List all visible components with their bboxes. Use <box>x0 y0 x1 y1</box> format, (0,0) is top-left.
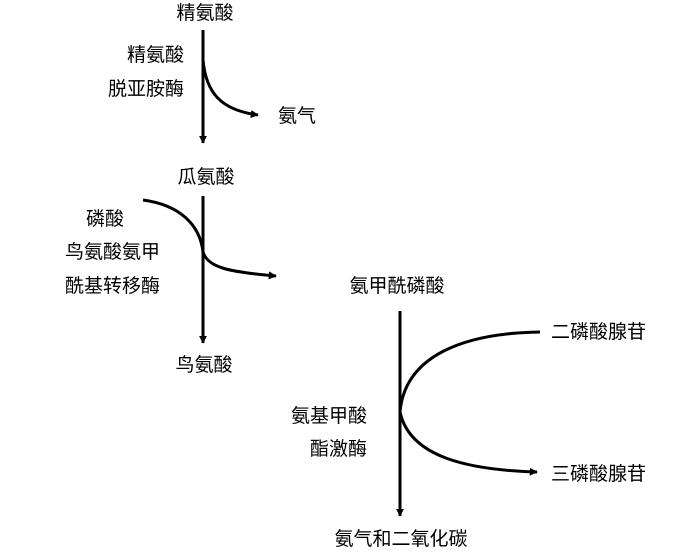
enzyme-arginine-deiminase-line1: 精氨酸 <box>126 44 184 66</box>
arrow-atp-out <box>398 411 538 476</box>
arrow-carbamoyl-phosphate-out <box>201 251 277 280</box>
node-ammonia-co2: 氨气和二氧化碳 <box>334 528 468 550</box>
arrow-phosphate-in <box>142 198 205 253</box>
arrow-ammonia-release <box>201 59 259 119</box>
enzyme-arginine-deiminase-line2: 脱亚胺酶 <box>107 78 184 100</box>
enzyme-carbamate-kinase-line2: 酯激酶 <box>309 438 367 460</box>
side-phosphate: 磷酸 <box>85 208 124 230</box>
node-citrulline: 瓜氨酸 <box>177 166 235 188</box>
node-carbamoyl-phosphate: 氨甲酰磷酸 <box>349 275 445 297</box>
arrow-adp-in <box>398 330 541 413</box>
enzyme-otc-line2: 酰基转移酶 <box>64 275 160 297</box>
node-arginine: 精氨酸 <box>176 2 234 24</box>
enzyme-carbamate-kinase-line1: 氨基甲酸 <box>290 405 367 427</box>
node-ornithine: 鸟氨酸 <box>175 354 233 376</box>
side-adp: 二磷酸腺苷 <box>551 321 647 343</box>
enzyme-otc-line1: 鸟氨酸氨甲 <box>64 241 160 263</box>
side-atp: 三磷酸腺苷 <box>551 463 647 485</box>
side-ammonia: 氨气 <box>278 105 317 127</box>
